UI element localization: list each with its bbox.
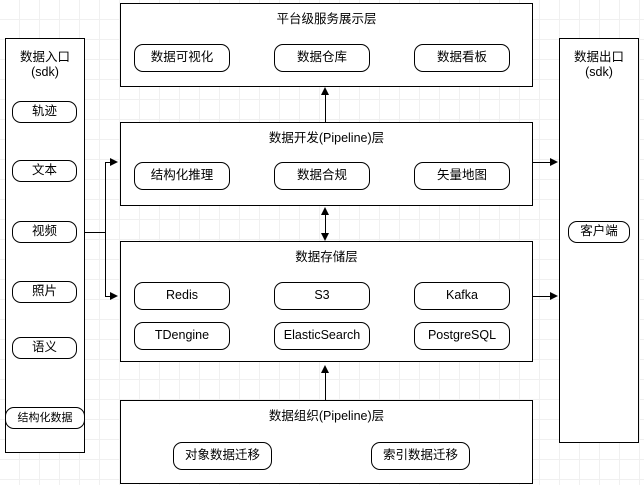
input-item-trajectory[interactable]: 轨迹 <box>12 101 77 123</box>
data-entry-panel-title: 数据入口 (sdk) <box>19 50 70 79</box>
layer-2-item-data-compliance[interactable]: 数据合规 <box>274 162 370 190</box>
connector-input-to-storage-line <box>105 296 114 297</box>
connector-development-to-output-line <box>533 162 552 163</box>
layer-2-item-vector-map[interactable]: 矢量地图 <box>414 162 510 190</box>
connector-storage-to-development-arrowhead-up <box>320 207 329 215</box>
connector-development-to-output-arrowhead <box>550 157 558 166</box>
input-item-structured-data[interactable]: 结构化数据 <box>5 407 85 429</box>
input-item-text[interactable]: 文本 <box>12 160 77 182</box>
layer-1-title: 平台级服务展示层 <box>276 12 377 26</box>
connector-storage-to-development-line <box>325 210 326 238</box>
layer-3-item-elasticsearch[interactable]: ElasticSearch <box>274 322 370 350</box>
connector-storage-to-output-line <box>533 296 552 297</box>
layer-4-item-index-data-migration[interactable]: 索引数据迁移 <box>371 442 470 470</box>
connector-storage-to-development-arrowhead-down <box>320 233 329 241</box>
layer-1-item-data-warehouse[interactable]: 数据仓库 <box>274 44 370 72</box>
input-item-semantics[interactable]: 语义 <box>12 337 77 359</box>
connector-input-bus-vertical <box>105 162 106 296</box>
data-exit-panel-title: 数据出口 (sdk) <box>573 50 624 79</box>
connector-development-to-presentation-arrowhead <box>320 87 329 95</box>
connector-development-to-presentation-line <box>325 90 326 122</box>
layer-3-item-postgresql[interactable]: PostgreSQL <box>414 322 510 350</box>
layer-3-item-tdengine[interactable]: TDengine <box>134 322 230 350</box>
connector-organization-to-storage-line <box>325 368 326 400</box>
layer-4-item-object-data-migration[interactable]: 对象数据迁移 <box>173 442 272 470</box>
input-item-video[interactable]: 视频 <box>12 221 77 243</box>
layer-3-item-s3[interactable]: S3 <box>274 282 370 310</box>
layer-3-item-redis[interactable]: Redis <box>134 282 230 310</box>
connector-storage-to-output-arrowhead <box>550 291 558 300</box>
layer-3-item-kafka[interactable]: Kafka <box>414 282 510 310</box>
connector-input-bus-stub <box>85 232 106 233</box>
layer-4-title: 数据组织(Pipeline)层 <box>268 409 385 423</box>
layer-2-title: 数据开发(Pipeline)层 <box>268 131 385 145</box>
connector-input-to-storage-arrowhead <box>110 291 118 300</box>
layer-3-title: 数据存储层 <box>295 250 358 264</box>
connector-input-to-development-line <box>105 162 114 163</box>
output-item-client[interactable]: 客户端 <box>568 221 630 243</box>
connector-input-to-development-arrowhead <box>110 157 118 166</box>
input-item-photo[interactable]: 照片 <box>12 281 77 303</box>
connector-organization-to-storage-arrowhead <box>320 365 329 373</box>
layer-1-item-data-visualization[interactable]: 数据可视化 <box>134 44 230 72</box>
layer-1-item-data-dashboard[interactable]: 数据看板 <box>414 44 510 72</box>
layer-2-item-structured-reasoning[interactable]: 结构化推理 <box>134 162 230 190</box>
